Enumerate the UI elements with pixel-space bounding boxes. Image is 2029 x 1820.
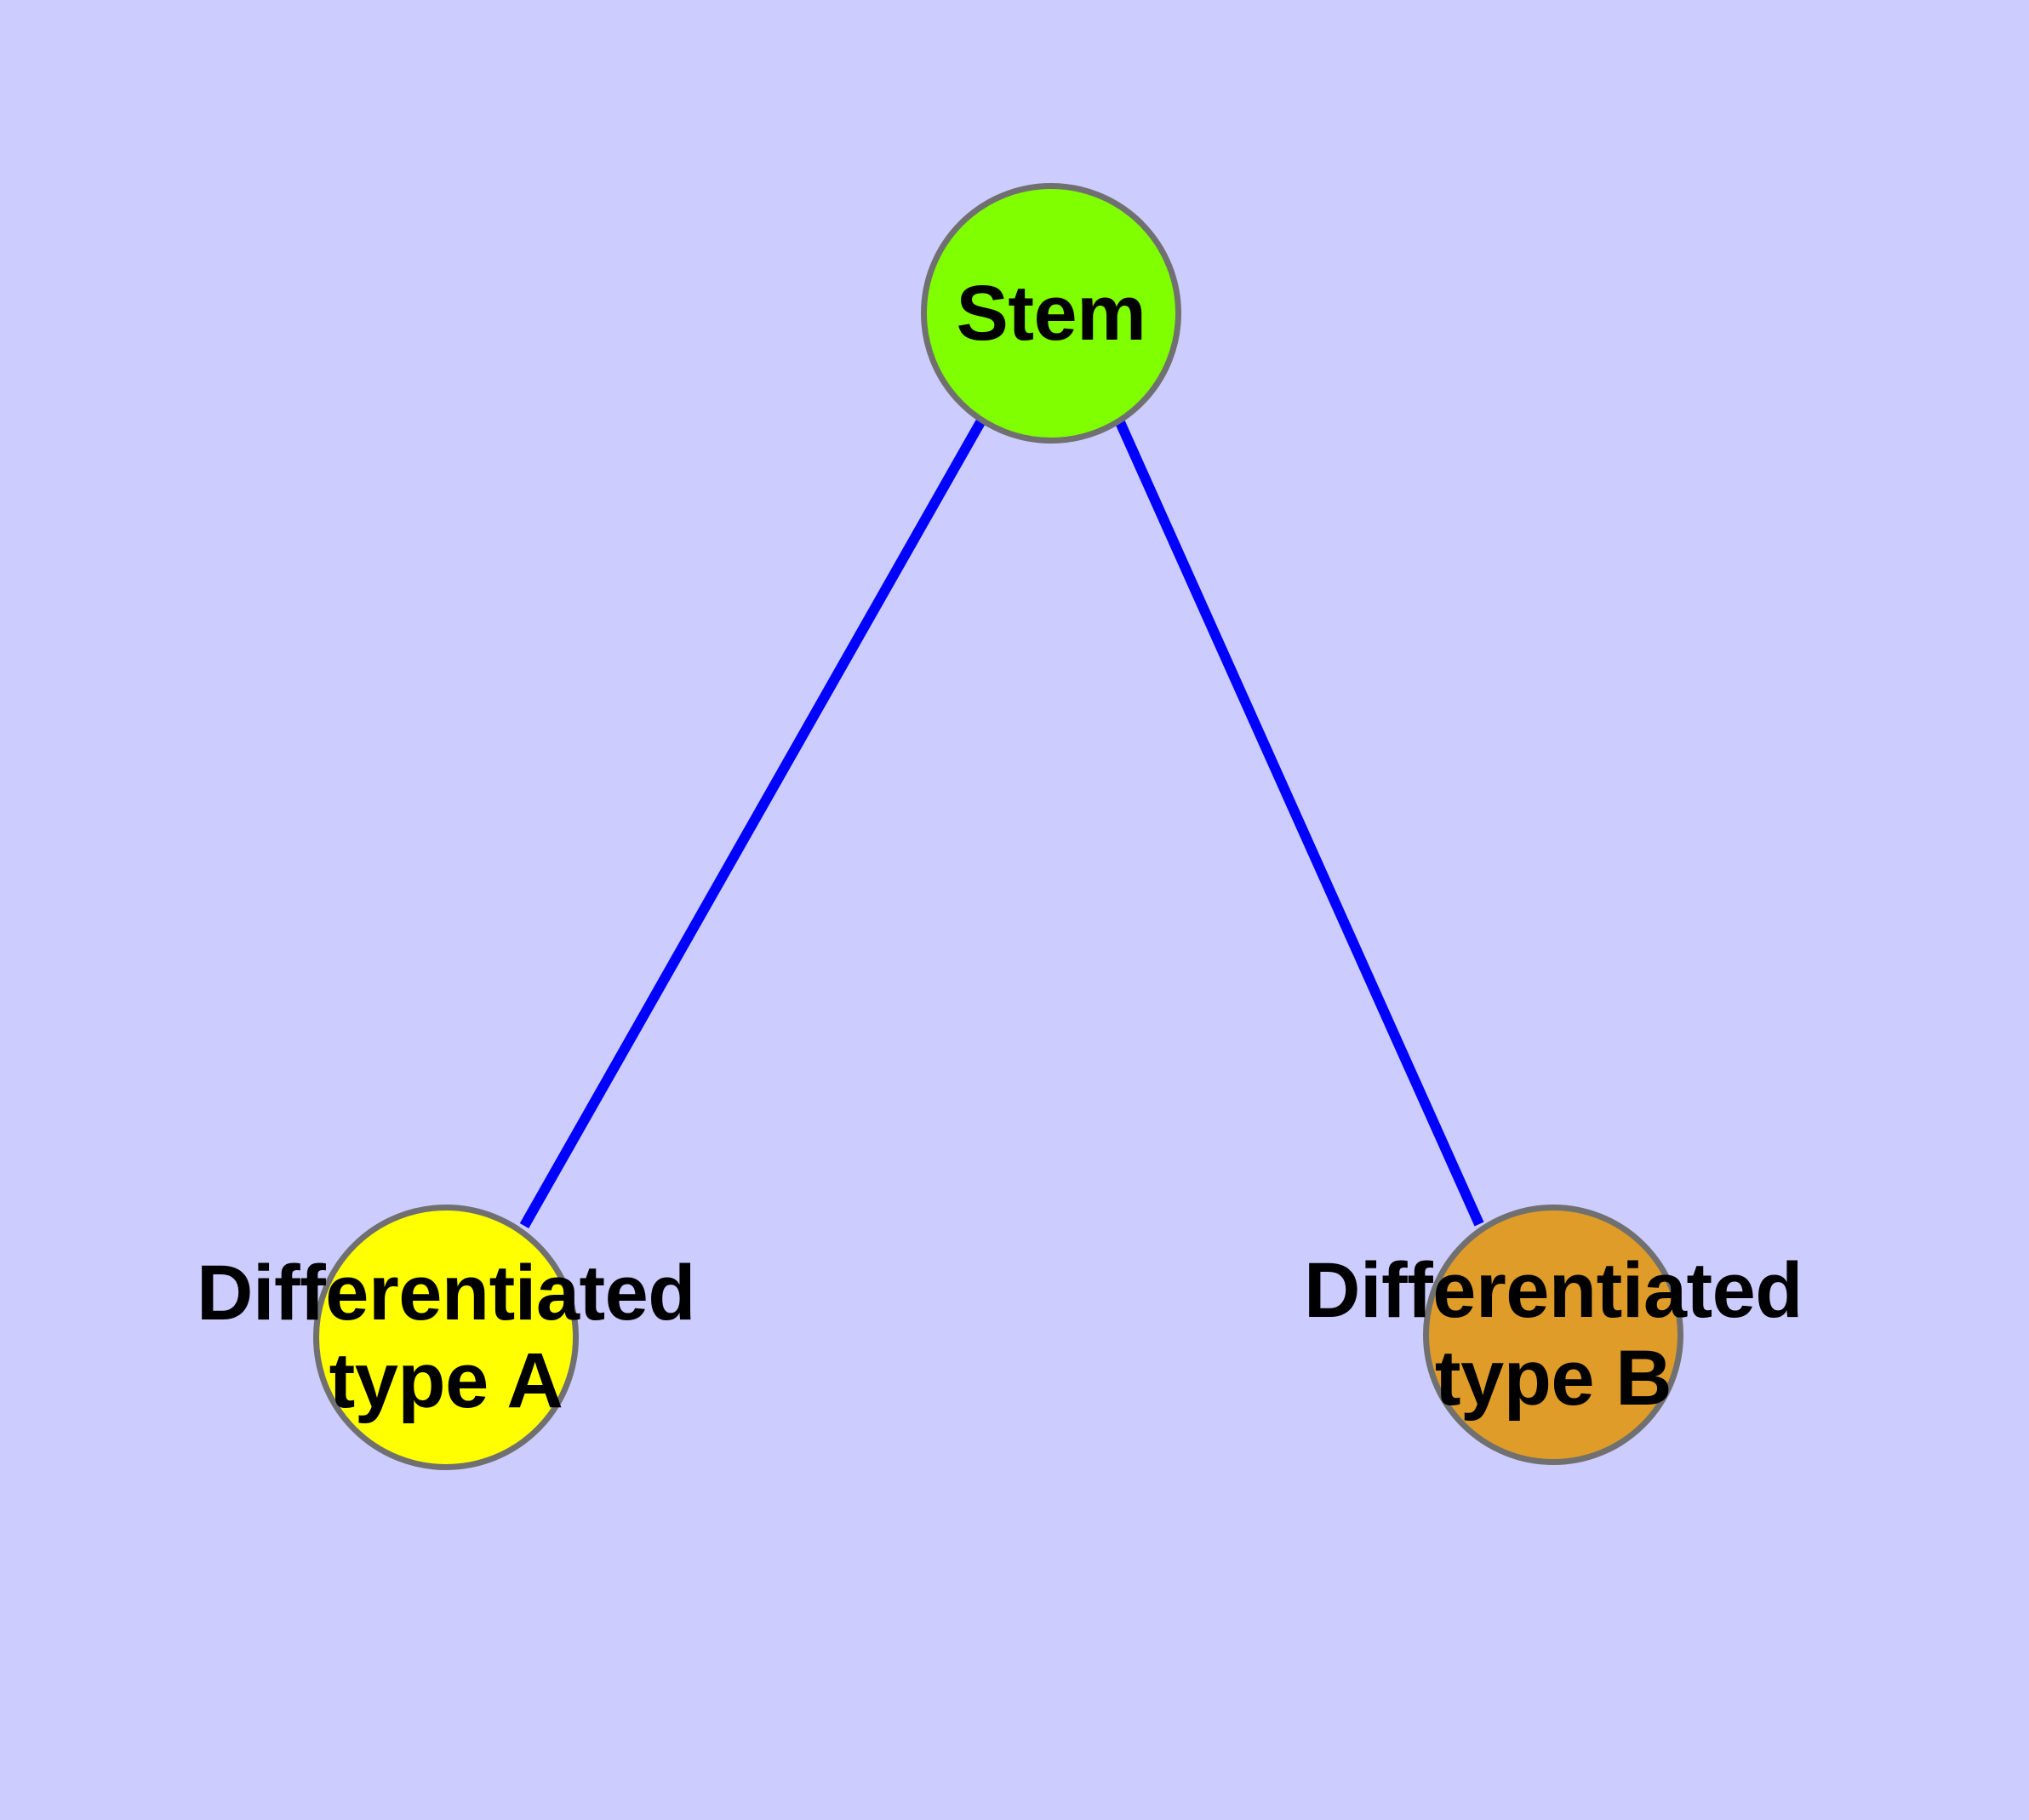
edge-stem-to-diff-a[interactable]	[519, 420, 986, 1228]
node-differentiated-type-b[interactable]	[1423, 1205, 1683, 1465]
edge-stem-to-diff-b[interactable]	[1115, 420, 1484, 1227]
node-stem[interactable]	[921, 183, 1181, 444]
node-differentiated-type-a[interactable]	[313, 1205, 579, 1470]
